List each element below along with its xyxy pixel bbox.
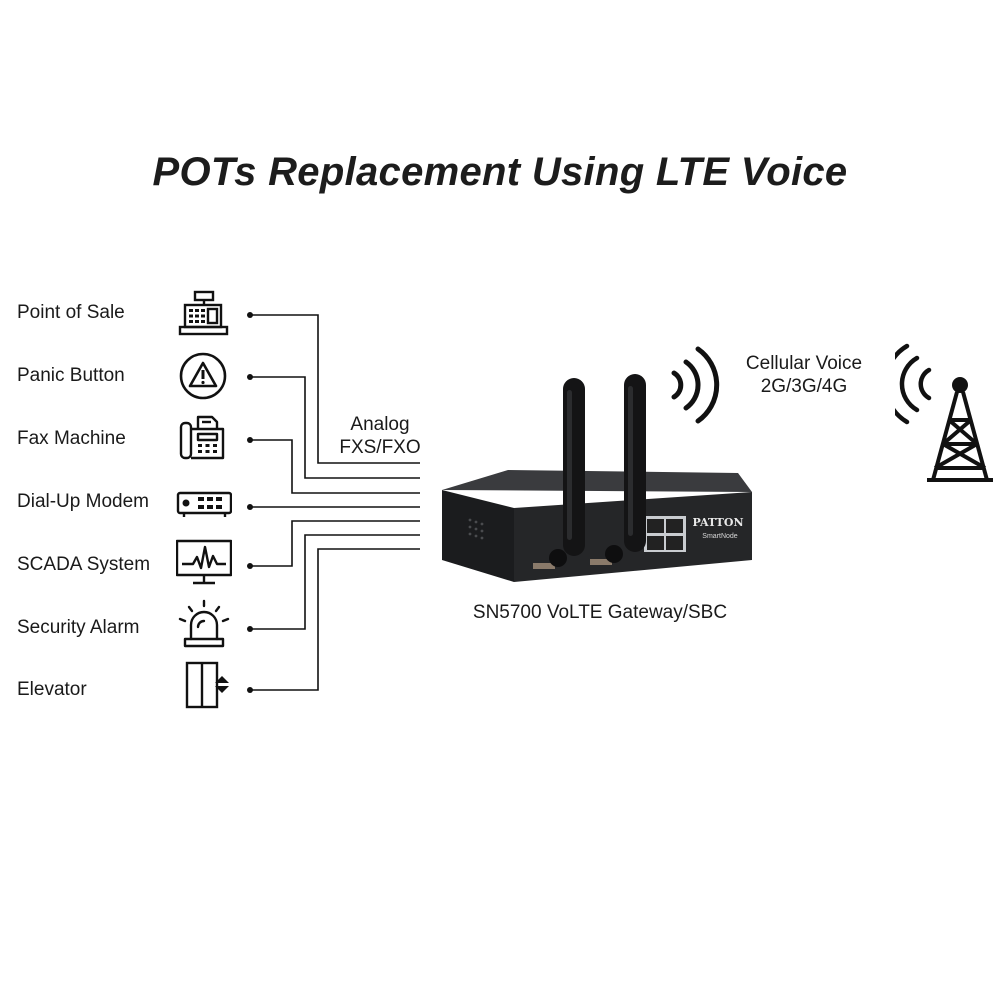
page-title: POTs Replacement Using LTE Voice <box>152 150 848 194</box>
cellular-voice-label: Cellular Voice 2G/3G/4G <box>745 353 863 397</box>
elevator-icon <box>185 661 229 709</box>
device-label-point-of-sale: Point of Sale <box>17 302 125 323</box>
monitor-graph-icon <box>176 539 232 585</box>
device-label-fax-machine: Fax Machine <box>17 428 126 449</box>
fax-machine-icon <box>179 415 225 460</box>
warning-button-icon <box>179 352 227 400</box>
cash-register-icon <box>178 290 229 336</box>
gateway-brand: PATTON <box>692 516 743 529</box>
device-label-panic-button: Panic Button <box>17 365 125 386</box>
cell-tower-icon <box>895 343 993 482</box>
gateway-device: PATTON SmartNode <box>442 374 752 582</box>
device-label-scada-system: SCADA System <box>17 554 151 575</box>
device-label-elevator: Elevator <box>17 679 87 700</box>
gateway-label: SN5700 VoLTE Gateway/SBC <box>472 602 728 623</box>
modem-icon <box>176 491 232 517</box>
gateway-model: SmartNode <box>702 533 738 540</box>
alarm-siren-icon <box>178 599 230 648</box>
device-label-security-alarm: Security Alarm <box>17 617 140 638</box>
connection-type-label: Analog FXS/FXO <box>339 414 421 458</box>
device-label-dial-up-modem: Dial-Up Modem <box>17 491 149 512</box>
signal-waves-icon <box>671 346 720 424</box>
